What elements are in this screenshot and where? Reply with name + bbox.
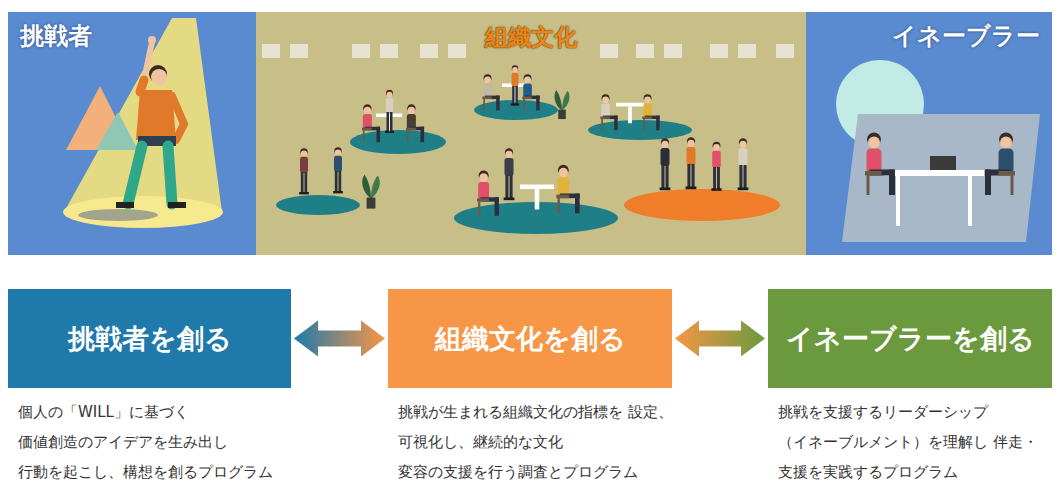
panel-title: 挑戦者 (8, 12, 256, 51)
box-heading: 組織文化を創る (435, 321, 626, 357)
enabler-panel: イネーブラー (806, 12, 1052, 255)
box-heading: 挑戦者を創る (68, 321, 232, 357)
challenger-panel (8, 12, 256, 255)
program-box: 挑戦者を創る個人の「WILL」に基づく 価値創造のアイデアを生み出し 行動を起こ… (8, 289, 291, 388)
box-heading: イネーブラーを創る (786, 321, 1035, 357)
challenger-panel: 挑戦者 (8, 12, 256, 255)
box-description: 挑戦が生まれる組織文化の指標を 設定、可視化し、継続的な文化 変容の支援を行う調… (398, 397, 673, 487)
double-arrow (294, 321, 385, 357)
program-box: イネーブラーを創る挑戦を支援するリーダーシップ （イネーブルメント）を理解し 伴… (768, 289, 1052, 388)
box-description: 挑戦を支援するリーダーシップ （イネーブルメント）を理解し 伴走・支援を実践する… (778, 397, 1053, 487)
double-arrow (675, 321, 765, 357)
enabler-panel (806, 12, 1052, 255)
challenger-figure (116, 36, 186, 208)
program-box: 組織文化を創る挑戦が生まれる組織文化の指標を 設定、可視化し、継続的な文化 変容… (388, 289, 672, 388)
culture-panel (256, 12, 806, 255)
box-description: 個人の「WILL」に基づく 価値創造のアイデアを生み出し 行動を起こし、構想を創… (18, 397, 293, 487)
panel-title: イネーブラー (806, 12, 1052, 51)
panel-title: 組織文化 (256, 12, 806, 52)
culture-panel: 組織文化 (256, 12, 806, 255)
